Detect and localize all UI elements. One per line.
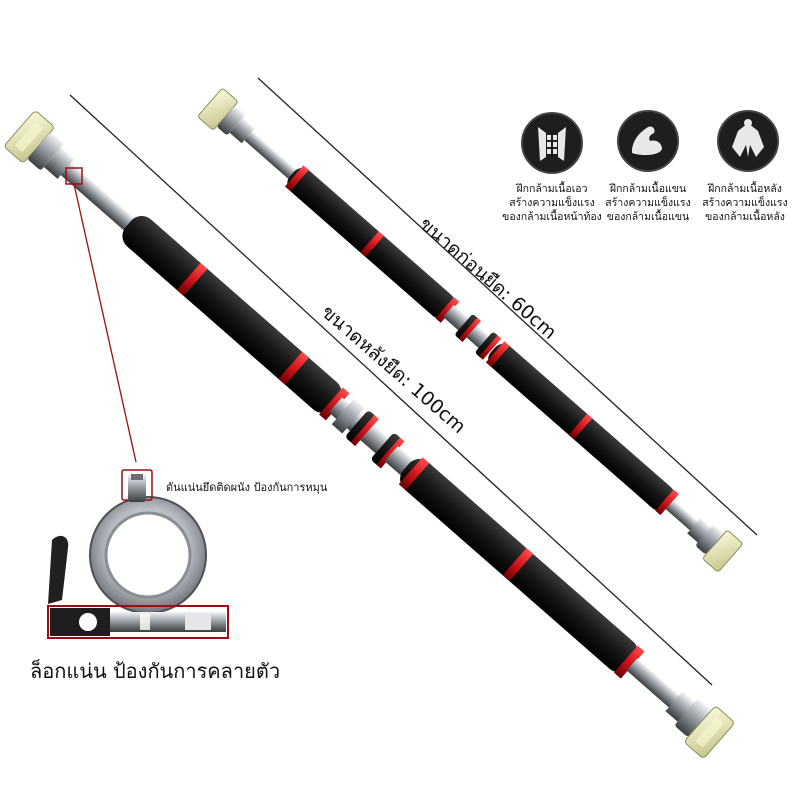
red-ring [502, 548, 534, 582]
red-ring [435, 297, 460, 323]
foam-grip [122, 215, 342, 413]
end-cap [665, 691, 734, 758]
abs-muscle-icon [521, 112, 583, 174]
red-ring [360, 231, 384, 257]
back-muscle-icon [717, 110, 779, 172]
red-ring [655, 489, 679, 516]
feature-abs: ฝึกกล้ามเนื้อเอว สร้างความแข็งแรง ของกล้… [497, 176, 607, 224]
red-ring [319, 387, 350, 421]
pull-up-bar-extended [4, 111, 734, 758]
end-cap [198, 88, 255, 144]
red-ring [284, 165, 309, 192]
callout-box-bottom [47, 605, 229, 639]
feature-caption: ฝึกกล้ามเนื้อหลัง สร้างความแข็งแรง ของกล… [702, 183, 788, 223]
biceps-arm-icon [617, 110, 679, 172]
red-ring [614, 645, 645, 679]
end-cap [4, 111, 75, 179]
end-cap [687, 518, 743, 572]
red-ring [176, 262, 208, 296]
callout-line [73, 183, 137, 463]
pull-up-bar-compressed [198, 88, 743, 572]
feature-back: ฝึกกล้ามเนื้อหลัง สร้างความแข็งแรง ของกล… [690, 176, 800, 224]
feature-caption: ฝึกกล้ามเนื้อแขน สร้างความแข็งแรง ของกล้… [605, 183, 691, 223]
red-ring [568, 413, 593, 440]
red-ring [278, 351, 309, 385]
dimension-line-after [69, 94, 713, 686]
red-ring [485, 341, 510, 367]
bolt-caption: ดันแน่นยึดติดผนัง ป้องกันการหมุน [166, 481, 328, 494]
dimension-line-before [257, 77, 758, 536]
red-ring [398, 457, 430, 491]
feature-caption: ฝึกกล้ามเนื้อเอว สร้างความแข็งแรง ของกล้… [502, 183, 602, 223]
lock-detail-illustration [47, 469, 229, 639]
feature-arms: ฝึกกล้ามเนื้อแขน สร้างความแข็งแรง ของกล้… [593, 176, 703, 224]
lock-caption: ล็อกแน่น ป้องกันการคลายตัว [30, 659, 281, 683]
